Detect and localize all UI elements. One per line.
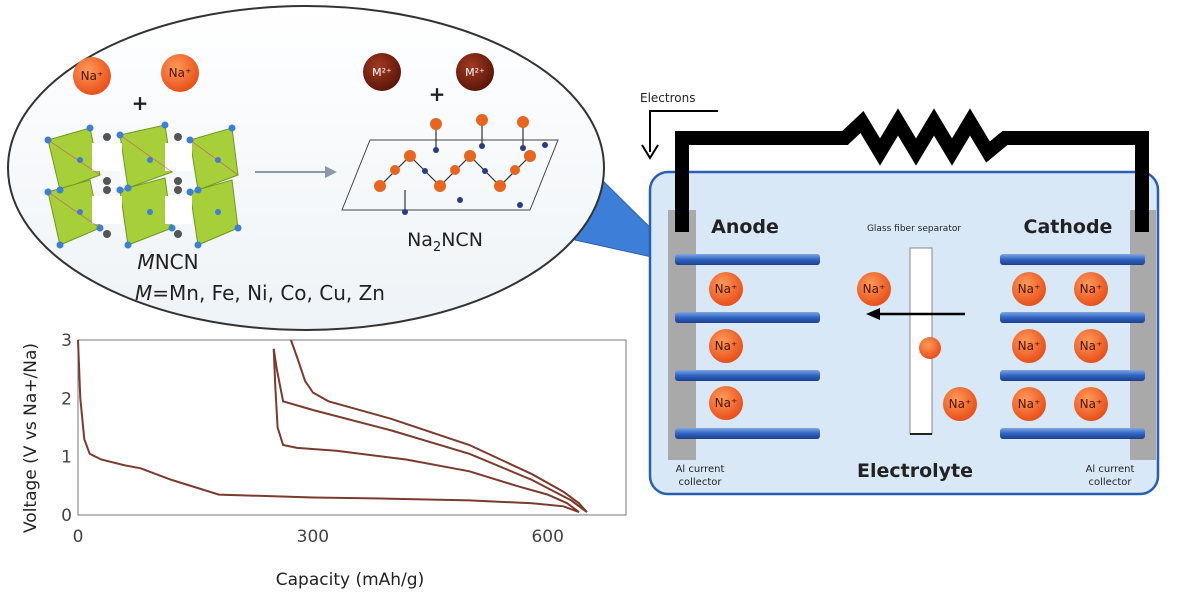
electrolyte-label: Electrolyte [857, 460, 973, 482]
left-collector-label-line2: collector [679, 477, 723, 488]
electrons-label: Electrons [640, 91, 695, 105]
separator-na-ion [919, 337, 941, 359]
reaction-inset: Na⁺ Na⁺ + M²⁺ M²⁺ + [7, 5, 605, 331]
chart-x-tick-label: 300 [297, 527, 329, 547]
svg-text:Na⁺: Na⁺ [1080, 282, 1103, 296]
left-collector-label-line1: Al current [676, 464, 725, 475]
chart-x-ticks: 0 300 600 [73, 527, 564, 547]
anode-na-ion: Na⁺ [709, 386, 743, 420]
product-label: Na2NCN [407, 229, 483, 255]
cathode-na-ion: Na⁺ [1012, 272, 1046, 306]
chart-y-axis-label: Voltage (V vs Na+/Na) [21, 343, 41, 533]
inset-bubble [7, 5, 605, 331]
cathode-label: Cathode [1024, 216, 1113, 238]
svg-text:Na⁺: Na⁺ [1080, 397, 1103, 411]
reactant-label: MNCN [137, 250, 198, 274]
anode-na-ion: Na⁺ [709, 329, 743, 363]
plus-sign-right: + [429, 82, 446, 106]
electrons-arrow [649, 110, 718, 152]
svg-text:Na⁺: Na⁺ [1018, 282, 1041, 296]
svg-text:Na⁺: Na⁺ [949, 397, 972, 411]
chart-y-tick-label: 0 [61, 506, 72, 526]
svg-text:Na⁺: Na⁺ [1018, 339, 1041, 353]
chart-series-line-3 [272, 348, 588, 513]
na-ion-2-label: Na⁺ [169, 66, 192, 80]
electrolyte-na-ion: Na⁺ [857, 272, 891, 306]
na2ncn-crystal-structure [341, 114, 559, 215]
na-ion-1: Na⁺ [73, 57, 111, 95]
chart-plot-area [77, 339, 627, 516]
svg-text:Na⁺: Na⁺ [715, 396, 738, 410]
svg-text:Na⁺: Na⁺ [715, 339, 738, 353]
right-current-collector [1130, 210, 1156, 460]
voltage-capacity-chart: 0 300 600 0 1 2 3 Capacity (mAh/g) Voltage (V… [21, 331, 627, 590]
chart-series-line-2 [272, 348, 580, 513]
svg-text:Na⁺: Na⁺ [863, 282, 886, 296]
cell-na-ions: Na⁺ Na⁺ Na⁺ Na⁺ Na⁺ Na⁺ Na⁺ Na⁺ Na⁺ Na⁺ … [709, 272, 1108, 421]
sodium-ion-cell-diagram: Electrons Anode Cathode Glass fiber sepa… [640, 91, 1160, 496]
chart-y-ticks: 0 1 2 3 [61, 331, 72, 526]
chart-series-line-4 [289, 339, 588, 513]
chart-y-tick-label: 2 [61, 389, 72, 409]
na-ion-1-label: Na⁺ [81, 69, 104, 83]
svg-text:Na⁺: Na⁺ [1080, 339, 1103, 353]
cathode-layers [1000, 254, 1145, 439]
chart-x-tick-label: 0 [73, 527, 84, 547]
anode-label: Anode [711, 216, 779, 238]
anode-layers [675, 254, 820, 439]
ion-migration-arrow [866, 308, 965, 320]
m-ion-2-label: M²⁺ [465, 66, 485, 79]
separator-label: Glass fiber separator [867, 224, 961, 234]
cathode-na-ion: Na⁺ [1012, 387, 1046, 421]
svg-text:Na⁺: Na⁺ [1018, 397, 1041, 411]
chart-y-tick-label: 1 [61, 448, 72, 468]
external-circuit-wire [675, 108, 1149, 232]
cathode-na-ion: Na⁺ [1074, 272, 1108, 306]
right-collector-label-line1: Al current [1086, 464, 1135, 475]
chart-y-tick-label: 3 [61, 331, 72, 351]
chart-series-line-1 [77, 339, 580, 514]
cathode-na-ion: Na⁺ [1074, 387, 1108, 421]
reaction-arrow [255, 166, 337, 178]
chart-x-axis-label: Capacity (mAh/g) [276, 570, 424, 590]
right-collector-label-line2: collector [1089, 477, 1133, 488]
chart-series-group [77, 339, 588, 514]
na-ion-2: Na⁺ [161, 54, 199, 92]
metal-list-label: M=Mn, Fe, Ni, Co, Cu, Zn [135, 281, 385, 305]
svg-text:Na⁺: Na⁺ [715, 282, 738, 296]
left-current-collector [668, 210, 696, 460]
cathode-na-ion: Na⁺ [1012, 329, 1046, 363]
electrolyte-na-ion: Na⁺ [943, 387, 977, 421]
anode-na-ion: Na⁺ [709, 272, 743, 306]
cathode-na-ion: Na⁺ [1074, 329, 1108, 363]
mncn-crystal-structure [44, 121, 242, 249]
plus-sign-left: + [132, 91, 149, 115]
m-ion-1-label: M²⁺ [372, 66, 392, 79]
m-ion-1: M²⁺ [363, 53, 401, 91]
m-ion-2: M²⁺ [456, 53, 494, 91]
chart-x-tick-label: 600 [531, 527, 563, 547]
